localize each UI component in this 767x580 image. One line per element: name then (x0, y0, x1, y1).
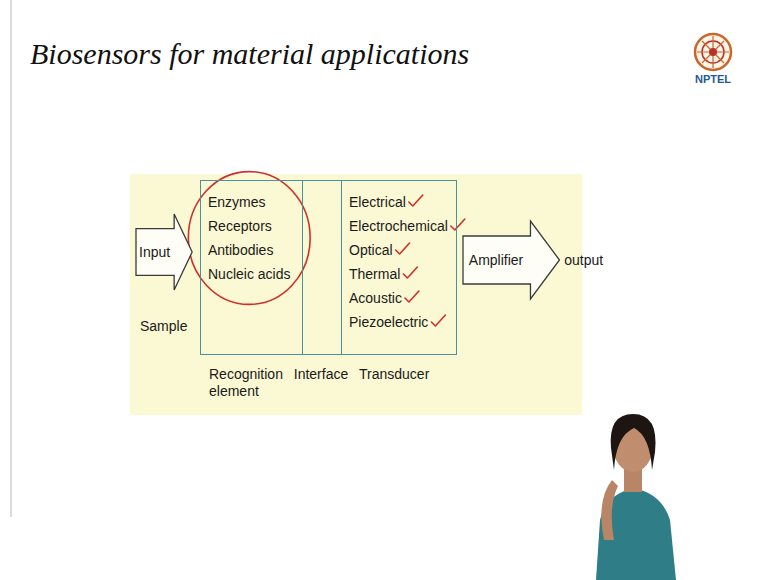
list-item: Receptors (208, 214, 272, 238)
list-item: Nucleic acids (208, 262, 290, 286)
flow-label: Sample (140, 318, 187, 334)
flow-label: output (564, 252, 603, 268)
list-item: Electrical (349, 190, 406, 214)
column-heading: Interface (294, 366, 348, 383)
interface-column: Interface (303, 180, 342, 355)
transducer-column: ElectricalElectrochemicalOpticalThermalA… (342, 180, 457, 355)
list-item: Thermal (349, 262, 400, 286)
list-item: Electrochemical (349, 214, 448, 238)
item-list: ElectricalElectrochemicalOpticalThermalA… (342, 181, 456, 334)
block-arrow-outline (136, 214, 192, 290)
red-tick-mark (405, 291, 419, 302)
list-item: Enzymes (208, 190, 266, 214)
list-item: Acoustic (349, 286, 402, 310)
red-tick-mark (451, 219, 465, 230)
presenter (596, 414, 676, 580)
slide-title: Biosensors for material applications (30, 36, 469, 72)
logo-text: NPTEL (695, 73, 731, 85)
block-arrow-outline (463, 221, 559, 299)
list-item: Optical (349, 238, 393, 262)
arrow-label: Amplifier (469, 251, 523, 269)
list-item: Piezoelectric (349, 310, 428, 334)
amplifier-arrow: Amplifier (462, 220, 560, 300)
nptel-logo (695, 34, 731, 70)
slide-edge (11, 0, 12, 517)
recognition-column: EnzymesReceptorsAntibodiesNucleic acidsR… (200, 180, 303, 355)
input-arrow: Input (135, 213, 193, 291)
red-tick-mark (396, 243, 410, 254)
red-tick-mark (403, 267, 417, 278)
red-tick-mark (409, 195, 423, 206)
list-item: Antibodies (208, 238, 273, 262)
column-heading: Recognition element (209, 366, 302, 400)
item-list: EnzymesReceptorsAntibodiesNucleic acids (201, 181, 302, 286)
arrow-label: Input (139, 243, 170, 261)
red-circle-annotation (188, 172, 310, 305)
red-tick-mark (431, 315, 445, 326)
column-heading: Transducer (359, 366, 429, 383)
diagram-panel (130, 174, 582, 415)
item-list (303, 181, 341, 190)
